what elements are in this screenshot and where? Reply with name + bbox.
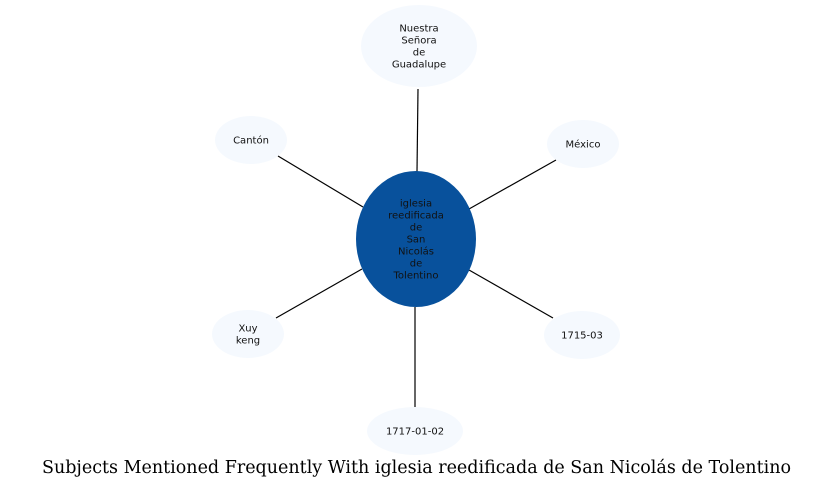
node-guadalupe-label-line: de xyxy=(413,48,426,59)
node-center-label-line: Tolentino xyxy=(393,271,439,282)
node-1715-03: 1715-03 xyxy=(544,311,620,359)
node-canton: Cantón xyxy=(215,116,287,164)
edge-canton xyxy=(277,155,364,208)
node-guadalupe-shape xyxy=(361,5,477,87)
node-1715-03-label-line: 1715-03 xyxy=(561,331,603,342)
node-guadalupe-label-line: Nuestra xyxy=(399,24,438,35)
node-mexico-label-line: México xyxy=(566,139,601,151)
edge-xuy-keng xyxy=(275,268,363,319)
node-center-label-line: de xyxy=(410,223,423,234)
node-xuy-keng-shape xyxy=(212,310,284,358)
node-1717-01-02-label-line: 1717-01-02 xyxy=(386,427,444,438)
node-mexico: México xyxy=(547,120,619,168)
node-center-label-line: iglesia xyxy=(400,199,432,210)
node-1717-01-02-shape xyxy=(367,407,463,455)
node-1715-03-shape xyxy=(544,311,620,359)
node-center-shape xyxy=(356,171,476,307)
node-xuy-keng-label-line: keng xyxy=(236,336,260,347)
node-1717-01-02: 1717-01-02 xyxy=(367,407,463,455)
node-center: iglesiareedificadadeSanNicolásdeTolentin… xyxy=(356,171,476,307)
edges xyxy=(275,88,557,407)
node-canton-shape xyxy=(215,116,287,164)
node-canton-label-line: Cantón xyxy=(233,135,269,147)
edge-guadalupe xyxy=(416,88,419,173)
node-xuy-keng-label-line: Xuy xyxy=(238,324,257,335)
edge-mexico xyxy=(468,159,557,210)
node-center-label-line: San xyxy=(407,235,426,246)
node-mexico-shape xyxy=(547,120,619,168)
node-guadalupe-label-line: Señora xyxy=(401,36,436,47)
diagram-title: Subjects Mentioned Frequently With igles… xyxy=(41,458,792,478)
edge-1715-03 xyxy=(468,269,554,319)
node-center-label-line: Nicolás xyxy=(398,246,434,258)
node-center-label-line: reedificada xyxy=(388,211,444,222)
node-guadalupe-label-line: Guadalupe xyxy=(392,60,446,71)
node-center-label-line: de xyxy=(410,259,423,270)
